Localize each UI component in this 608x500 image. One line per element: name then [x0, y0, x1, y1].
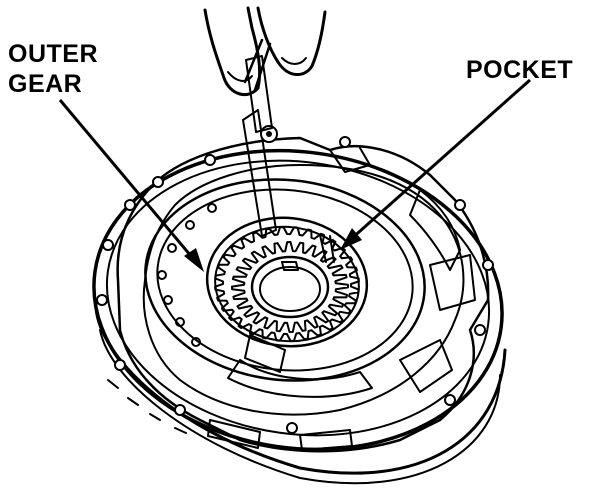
- bolt-holes: [96, 136, 494, 434]
- hand-illustration: [203, 6, 327, 133]
- pocket-arrow: [340, 78, 531, 250]
- pocket-label: POCKET: [466, 56, 573, 84]
- outer-gear-arrow: [58, 99, 204, 272]
- gear-pocket: [144, 178, 426, 382]
- pump-housing: [92, 136, 507, 485]
- outer-gear: [214, 225, 360, 343]
- inner-gear: [231, 241, 349, 333]
- outer-gear-label-line2: GEAR: [8, 70, 82, 98]
- outer-gear-label-line1: OUTER: [8, 40, 98, 68]
